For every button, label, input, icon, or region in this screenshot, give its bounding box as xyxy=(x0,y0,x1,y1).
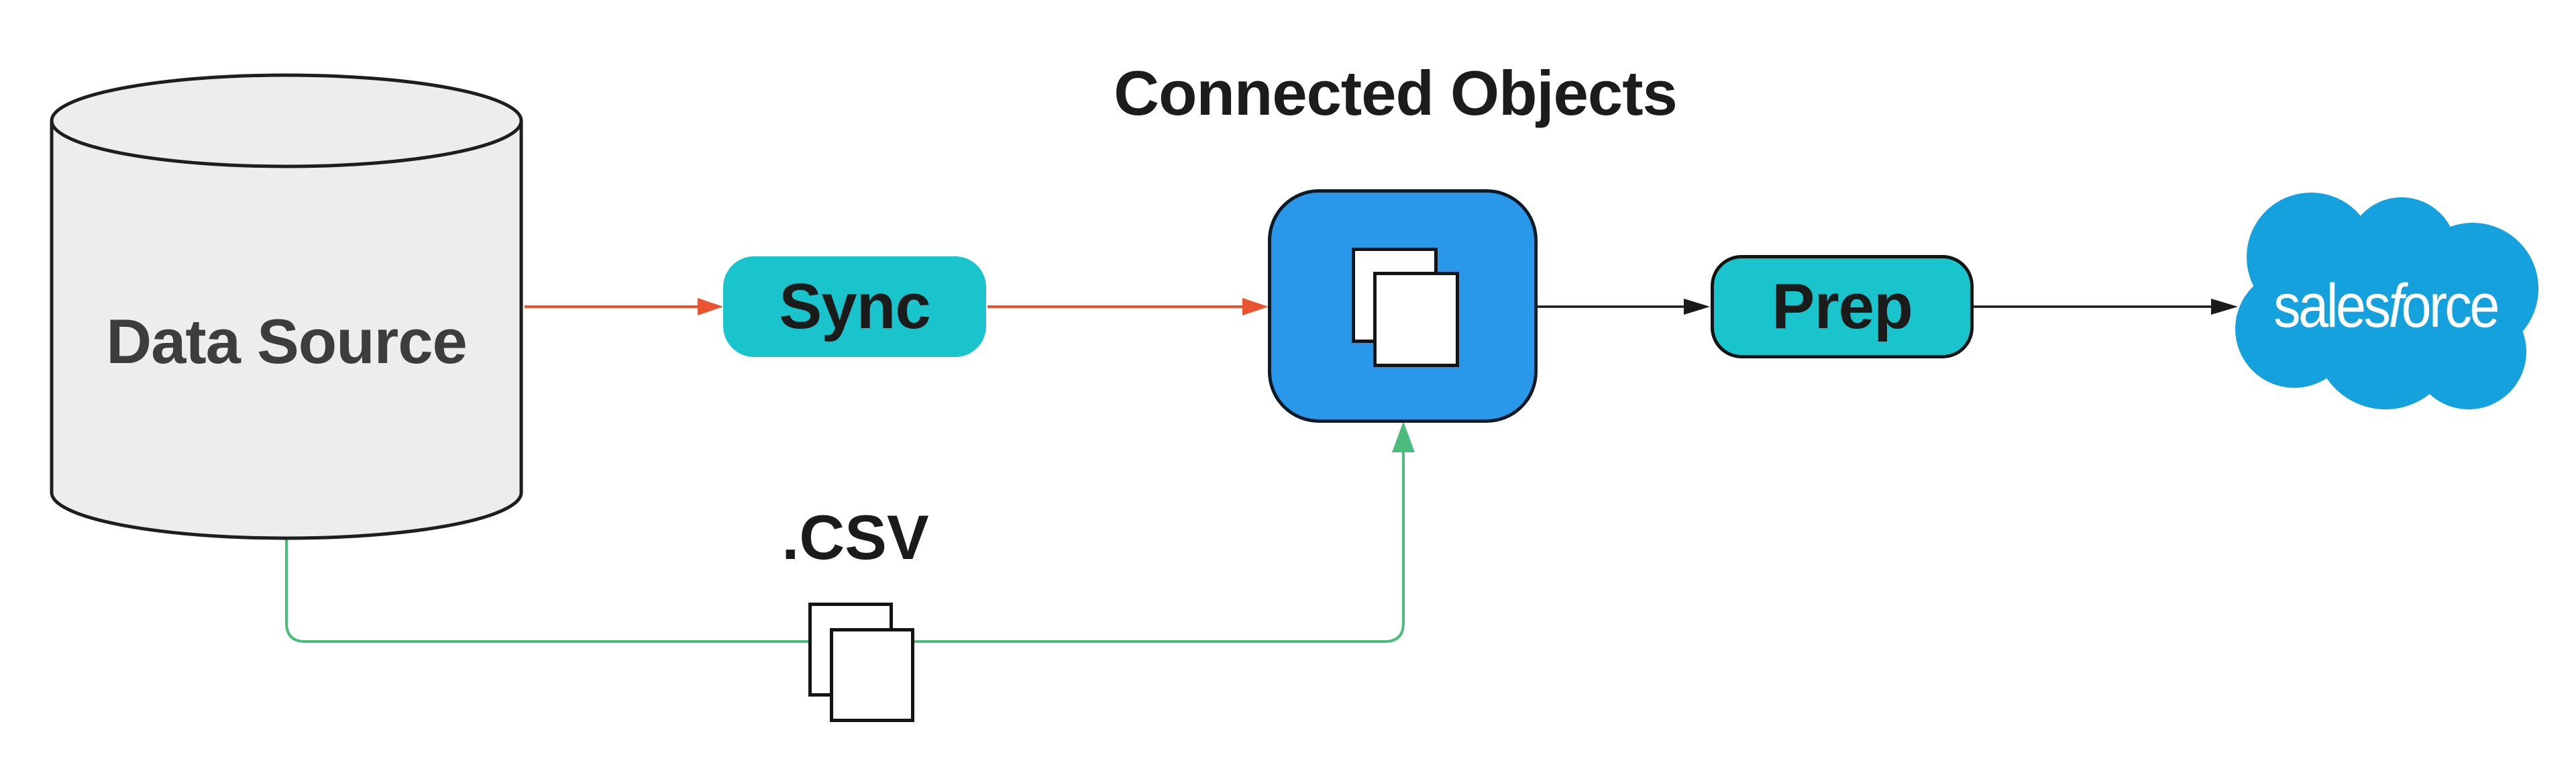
salesforce-cloud-icon xyxy=(2235,193,2538,409)
database-cylinder-icon xyxy=(50,73,523,540)
sync-label: Sync xyxy=(779,270,930,342)
data-source-to-sync-arrow xyxy=(525,298,723,315)
arrowhead-icon xyxy=(1242,298,1269,315)
connected-objects-title: Connected Objects xyxy=(1114,58,1678,128)
arrowhead-icon xyxy=(698,298,723,315)
data-source-label: Data Source xyxy=(106,306,468,376)
csv-label: .CSV xyxy=(782,502,929,572)
csv-documents-icon xyxy=(808,603,924,726)
arrowhead-icon xyxy=(1684,299,1710,315)
salesforce-logo[interactable]: salesforce xyxy=(2230,185,2541,421)
salesforce-wordmark: salesforce xyxy=(2273,272,2500,340)
connected-objects-tile[interactable] xyxy=(1268,189,1538,423)
cylinder-top xyxy=(50,73,523,168)
arrowhead-icon xyxy=(2211,299,2238,315)
document-page-front-icon xyxy=(830,628,914,722)
prep-to-salesforce-arrow xyxy=(1970,299,2238,315)
prep-button[interactable]: Prep xyxy=(1711,255,1974,358)
cylinder-body xyxy=(50,121,523,540)
data-source-node[interactable]: Data Source xyxy=(49,71,524,544)
sync-button[interactable]: Sync xyxy=(723,256,986,357)
connected-objects-to-prep-arrow xyxy=(1535,299,1710,315)
prep-label: Prep xyxy=(1772,270,1913,342)
document-page-front-icon xyxy=(1373,272,1459,367)
sync-to-connected-objects-arrow xyxy=(987,298,1269,315)
arrowhead-icon xyxy=(1392,421,1415,452)
